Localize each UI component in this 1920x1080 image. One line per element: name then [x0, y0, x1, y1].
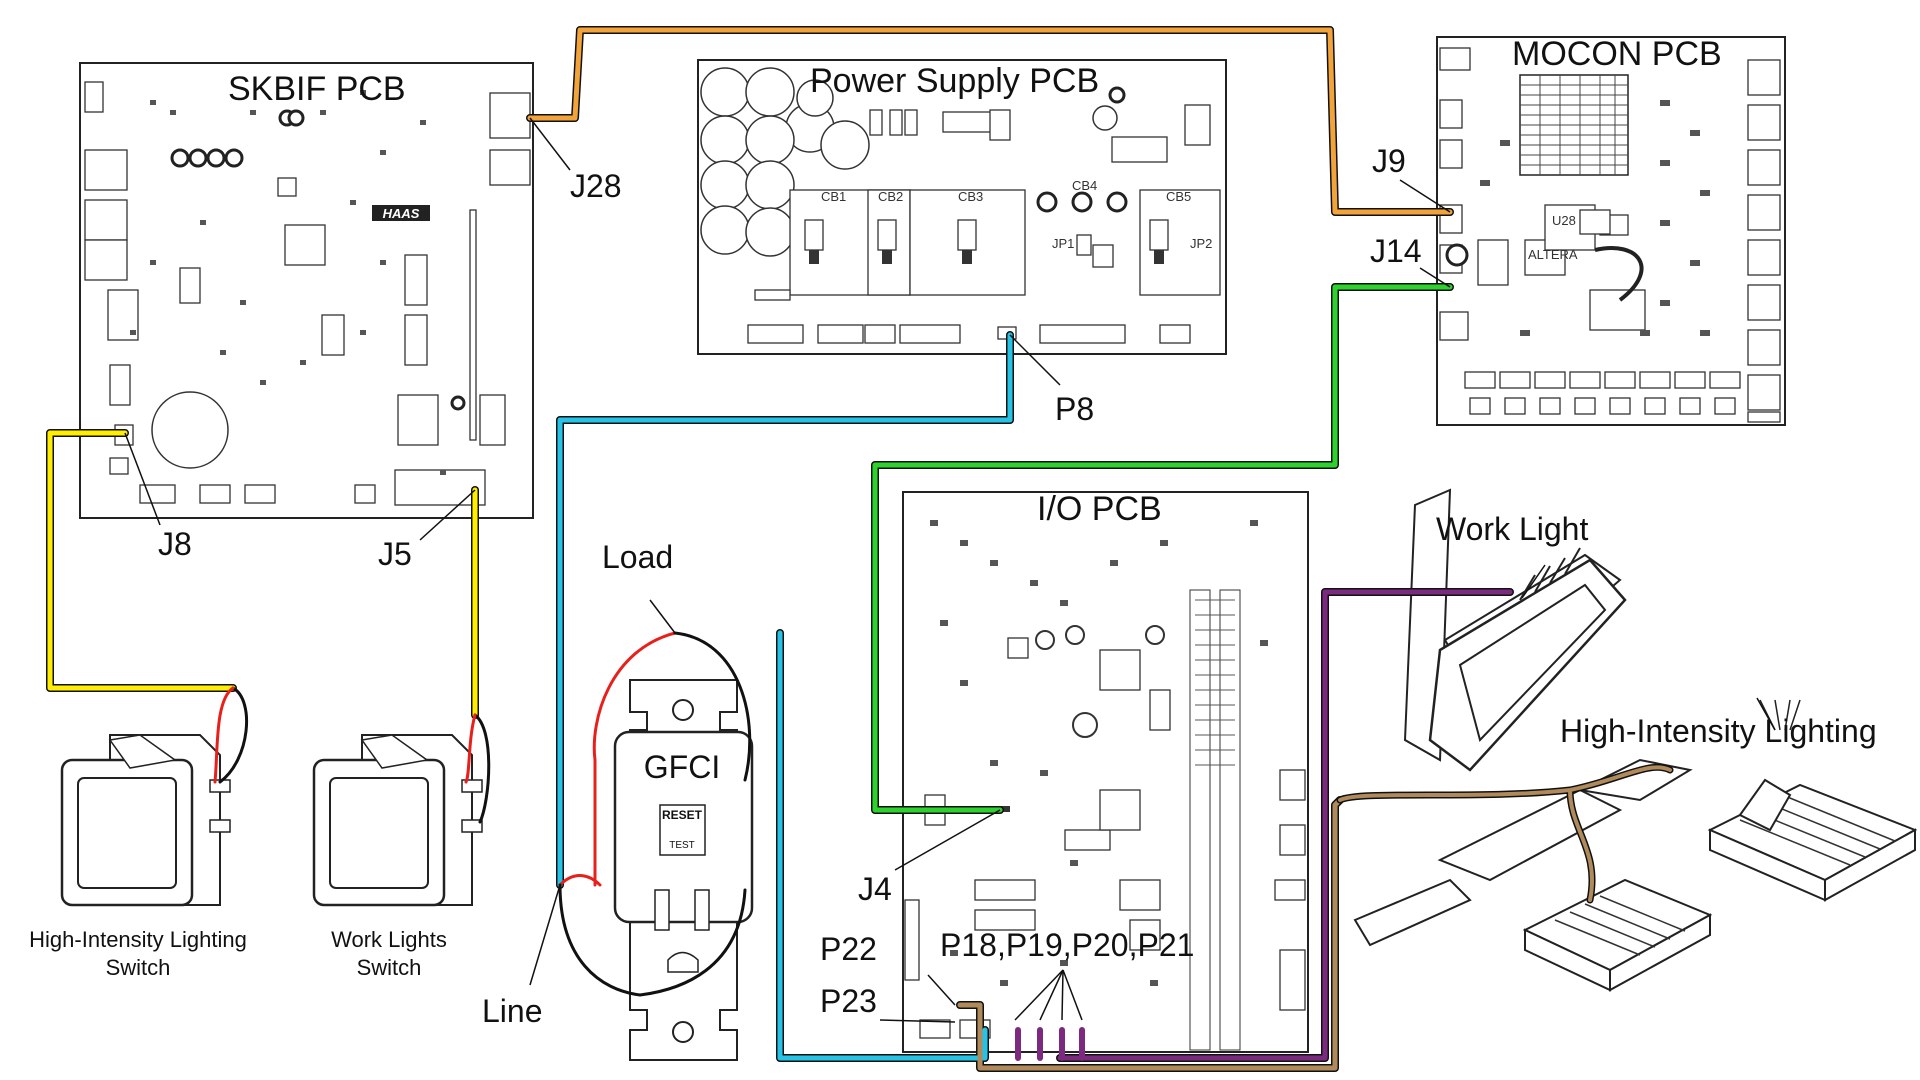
high-intensity-lighting-switch [60, 734, 231, 907]
purple-drops [1015, 1027, 1085, 1061]
hil-lamp-left [1522, 878, 1713, 992]
gfci-title: GFCI [644, 749, 720, 785]
gfci-load-label: Load [602, 539, 673, 575]
gfci-reset-label: RESET [662, 808, 703, 822]
switch-captions: High-Intensity Lighting Switch Work Ligh… [29, 927, 447, 980]
p22-label: P22 [820, 931, 877, 967]
green-wire [872, 284, 1453, 813]
yellow-wire-j8 [47, 430, 236, 691]
hil-switch-caption-1: High-Intensity Lighting [29, 927, 247, 952]
brown-wire [957, 797, 1343, 1071]
work-light-label: Work Light [1436, 511, 1588, 547]
j4-label: J4 [858, 871, 892, 907]
wl-switch-caption-1: Work Lights [331, 927, 447, 952]
p8-label: P8 [1055, 391, 1094, 427]
power-title: Power Supply PCB [810, 62, 1099, 100]
work-light-fixture: Work Light [1403, 488, 1627, 772]
cyan-wire-load [777, 630, 988, 1061]
cb5-label: CB5 [1166, 189, 1191, 204]
mocon-pcb: U28 ALTERA MOCON PCB [1436, 35, 1786, 426]
power-supply-pcb: CB1 CB2 CB3 CB4 CB5 JP1 JP2 Power Supply… [697, 59, 1227, 355]
skbif-capacitors [170, 109, 466, 411]
jp1-label: JP1 [1052, 236, 1074, 251]
mocon-heatsink [1519, 74, 1629, 176]
mocon-bottom-connectors [1464, 371, 1741, 415]
cb3-label: CB3 [958, 189, 983, 204]
connector-labels: J28 J9 J14 P8 J8 J5 J4 P22 P23 P18,P19,P… [158, 143, 1422, 1029]
gfci-outlet: GFCI RESET TEST [613, 679, 754, 1061]
haas-logo: HAAS [372, 205, 430, 221]
wires [46, 26, 1674, 1072]
j14-label: J14 [1370, 233, 1422, 269]
jp2-label: JP2 [1190, 236, 1212, 251]
j5-label: J5 [378, 536, 412, 572]
j8-label: J8 [158, 526, 192, 562]
breaker-switches [804, 219, 1169, 264]
j9-label: J9 [1372, 143, 1406, 179]
altera-label: ALTERA [1528, 247, 1578, 262]
u28-label: U28 [1552, 213, 1576, 228]
wl-switch-caption-2: Switch [357, 955, 422, 980]
mocon-title: MOCON PCB [1512, 35, 1722, 73]
cb1-label: CB1 [821, 189, 846, 204]
power-capacitors [700, 67, 870, 257]
p18-p21-label: P18,P19,P20,P21 [940, 927, 1194, 963]
gfci-line-label: Line [482, 993, 543, 1029]
skbif-pcb: HAAS SKBIF PCB [79, 62, 534, 519]
mocon-side-connectors [1747, 59, 1781, 423]
haas-logo-text: HAAS [383, 206, 420, 221]
leader-lines [124, 117, 1776, 1023]
work-lights-switch [312, 734, 483, 907]
gfci-test-label: TEST [669, 840, 695, 851]
cb2-label: CB2 [878, 189, 903, 204]
high-intensity-lighting-label: High-Intensity Lighting [1560, 713, 1877, 749]
cyan-wire-line [557, 332, 1013, 888]
orange-wire [527, 27, 1453, 215]
cb4-label: CB4 [1072, 178, 1097, 193]
p23-label: P23 [820, 983, 877, 1019]
io-pcb: I/O PCB [902, 490, 1309, 1053]
j28-label: J28 [570, 168, 622, 204]
hil-lamp-right [1707, 783, 1918, 902]
io-title: I/O PCB [1037, 490, 1162, 528]
hil-switch-caption-2: Switch [106, 955, 171, 980]
skbif-title: SKBIF PCB [228, 70, 406, 108]
purple-wire [1057, 589, 1513, 1061]
